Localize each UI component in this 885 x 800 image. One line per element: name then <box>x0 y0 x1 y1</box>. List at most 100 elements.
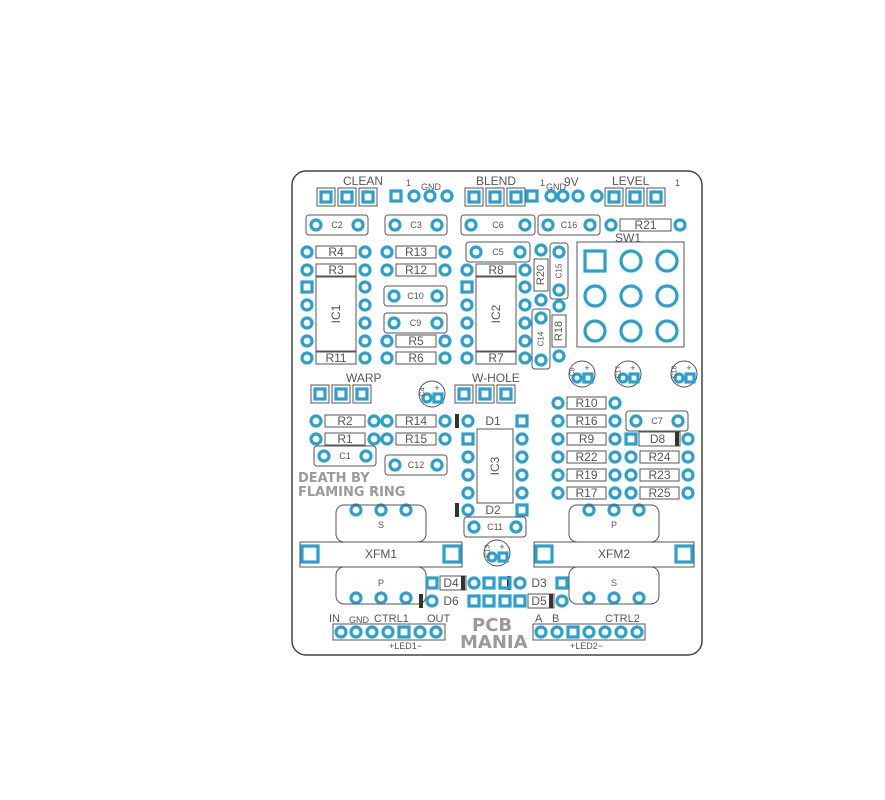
switch-pad <box>619 284 643 308</box>
resistor-r21-label: R21 <box>634 218 656 232</box>
resistor-r6 <box>395 351 437 365</box>
resistor-r6-pad-b <box>438 351 452 365</box>
resistor-r9-pad-b <box>608 432 622 446</box>
io-pad <box>534 625 548 639</box>
ecap-c17-plus: + <box>630 363 635 373</box>
diode-d5-label: D5 <box>531 594 547 608</box>
resistor-r11-pad-a <box>300 351 314 365</box>
power-pad <box>571 189 585 203</box>
cap-c5-pad-b <box>513 245 527 259</box>
resistor-r8-label: R8 <box>488 263 504 277</box>
power-pad-1 <box>389 189 403 203</box>
diode-d4-band <box>461 576 465 590</box>
power-pad <box>556 189 570 203</box>
resistor-r23-pad-a <box>624 468 638 482</box>
cap-c15-pad-a <box>552 245 566 259</box>
transformer-xfm2-label: XFM2 <box>598 547 630 561</box>
ic-ic2-pin-1 <box>460 280 474 294</box>
transformer-xfm2-mount-a <box>534 544 554 564</box>
io-label-a: A <box>535 613 543 625</box>
cap-c1-pad-b <box>359 449 373 463</box>
diode-d3-pad-a <box>555 576 569 590</box>
transformer-xfm2 <box>533 541 695 568</box>
resistor-r15-pad-b <box>438 432 452 446</box>
resistor-r20-label: R20 <box>535 265 547 285</box>
resistor-r5 <box>395 334 437 348</box>
diode-d6-band <box>419 594 423 608</box>
ic-ic3 <box>476 428 514 504</box>
cap-c11-pad-b <box>509 520 523 534</box>
diode-d8 <box>638 431 681 447</box>
resistor-r19 <box>566 468 607 482</box>
transformer-xfm1-bottom-label: P <box>378 578 384 588</box>
transformer-xfm1-top-label: S <box>378 520 384 530</box>
cap-c7 <box>625 410 689 432</box>
resistor-r15 <box>395 432 437 446</box>
resistor-r2 <box>324 414 366 428</box>
ecap-c13 <box>483 539 511 567</box>
power-pad <box>590 189 604 203</box>
resistor-r5-pad-b <box>438 334 452 348</box>
cap-c9-pad-a <box>387 316 401 330</box>
cap-c15-pad-b <box>552 283 566 297</box>
resistor-r18-pad-a <box>552 299 566 313</box>
resistor-r17-pad-b <box>608 486 622 500</box>
cap-c12-label: C12 <box>408 460 425 470</box>
pot-w-hole-pin-3 <box>499 387 513 401</box>
resistor-r14-pad-b <box>438 414 452 428</box>
pot-warp-outline <box>352 384 372 404</box>
resistor-r4-label: R4 <box>328 245 344 259</box>
ic-ic2-pin <box>518 298 532 312</box>
resistor-r16-label: R16 <box>575 414 597 428</box>
resistor-r7-label: R7 <box>488 351 504 365</box>
pot-level-pin-3 <box>649 190 663 204</box>
power-label-one-c: 1 <box>675 178 680 188</box>
io-header-left <box>332 623 446 641</box>
ic-ic1-pin <box>300 334 314 348</box>
ecap-c17-pad-b <box>628 372 640 384</box>
io-label-b: B <box>552 613 559 625</box>
resistor-r20-pad-a <box>534 243 548 257</box>
cap-c11-pad-a <box>467 520 481 534</box>
jumper-pad <box>498 576 512 590</box>
resistor-r17 <box>566 486 607 500</box>
transformer-xfm1 <box>299 541 463 568</box>
resistor-r13-pad-b <box>438 245 452 259</box>
io-pad <box>349 625 363 639</box>
pot-level-outline <box>625 187 645 207</box>
transformer-xfm1-label: XFM1 <box>365 547 397 561</box>
transformer-xfm1-pin-bottom <box>374 591 388 605</box>
cap-c10-label: C10 <box>407 291 424 301</box>
power-label-one-b: 1 <box>540 178 545 188</box>
switch-pad <box>583 284 607 308</box>
pot-label-w-hole: W-HOLE <box>472 371 520 385</box>
resistor-r18-pad-b <box>552 349 566 363</box>
ic-ic2-pin <box>460 298 474 312</box>
resistor-r22 <box>566 450 607 464</box>
resistor-r5-pad-a <box>380 334 394 348</box>
resistor-r11-pad-b <box>358 351 372 365</box>
power-pad <box>423 189 437 203</box>
pot-label-clean: CLEAN <box>343 174 383 188</box>
diode-d6-pad-b <box>425 594 439 608</box>
resistor-r1-pad-b <box>367 432 381 446</box>
diode-d8-band <box>675 432 679 446</box>
io-pad <box>334 625 348 639</box>
diode-d4 <box>439 575 467 591</box>
resistor-r5-label: R5 <box>408 334 424 348</box>
cap-c1-pad-a <box>317 449 331 463</box>
resistor-r13-label: R13 <box>405 245 427 259</box>
ic-ic1-pin <box>358 334 372 348</box>
resistor-r7 <box>475 351 517 365</box>
cap-c16-label: C16 <box>561 220 578 230</box>
pot-label-warp: WARP <box>346 371 382 385</box>
cap-c14 <box>531 308 551 370</box>
cap-c12-pad-b <box>430 458 444 472</box>
switch-pad-1 <box>583 249 607 273</box>
ic-ic2-pin <box>518 334 532 348</box>
ecap-c13-pad-a <box>486 551 498 563</box>
cap-c1-label: C1 <box>339 451 351 461</box>
resistor-r13-pad-a <box>380 245 394 259</box>
ecap-c8-label: C8 <box>570 367 577 376</box>
resistor-r20-pad-b <box>534 293 548 307</box>
